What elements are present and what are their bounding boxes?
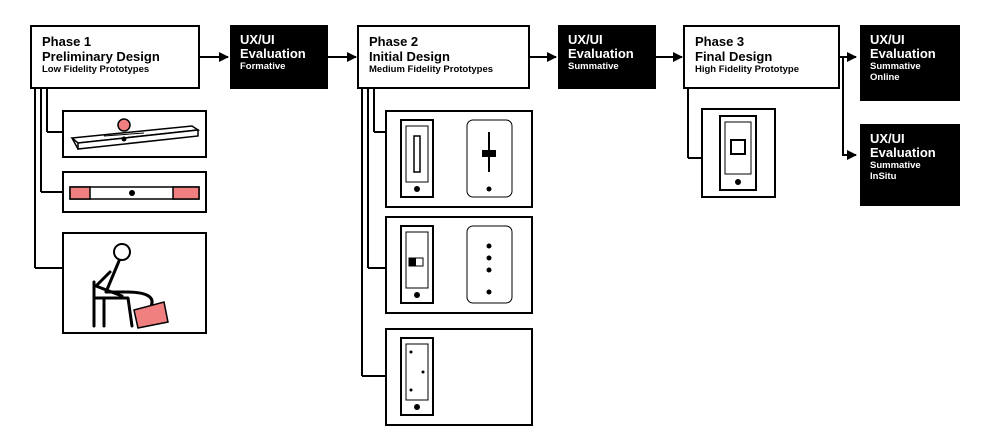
phase-1-subtitle: Preliminary Design xyxy=(42,49,160,64)
evaluation-1-line1: UX/UI xyxy=(240,32,275,47)
evaluation-3-line1: UX/UI xyxy=(870,32,905,47)
evaluation-3-line4: Online xyxy=(870,72,900,83)
phase-3-title: Phase 3 xyxy=(695,34,745,49)
phase-1-title: Phase 1 xyxy=(42,34,92,49)
phase-2-box: Phase 2 Initial Design Medium Fidelity P… xyxy=(357,25,530,89)
phase-2-fidelity: Medium Fidelity Prototypes xyxy=(369,64,494,75)
panel-group-2-sketch xyxy=(400,225,513,304)
evaluation-4-line1: UX/UI xyxy=(870,131,905,146)
evaluation-3-line2: Evaluation xyxy=(870,46,936,61)
phase-2-subtitle: Initial Design xyxy=(369,49,450,64)
evaluation-formative-box: UX/UI Evaluation Formative xyxy=(230,25,328,89)
evaluation-online-box: UX/UI Evaluation Summative Online xyxy=(860,25,960,101)
evaluation-4-line3: Summative xyxy=(870,160,921,171)
panel-group-1-sketch xyxy=(400,119,513,198)
evaluation-4-line2: Evaluation xyxy=(870,145,936,160)
slider-bar-flat-sketch xyxy=(69,186,200,200)
final-panel-sketch xyxy=(719,115,757,191)
phase-1-fidelity: Low Fidelity Prototypes xyxy=(42,64,150,75)
seated-user-sketch xyxy=(92,243,169,329)
phase-3-box: Phase 3 Final Design High Fidelity Proto… xyxy=(683,25,840,89)
prototype-final-panel xyxy=(701,108,776,198)
evaluation-insitu-box: UX/UI Evaluation Summative InSitu xyxy=(860,124,960,206)
evaluation-1-line3: Formative xyxy=(240,61,286,72)
evaluation-3-line3: Summative xyxy=(870,61,921,72)
slider-bar-3d-sketch xyxy=(70,118,201,150)
prototype-panel-group-3 xyxy=(385,328,533,426)
phase-1-box: Phase 1 Preliminary Design Low Fidelity … xyxy=(30,25,200,89)
arrow-phase3-to-eval4 xyxy=(842,57,857,160)
evaluation-2-line1: UX/UI xyxy=(568,32,603,47)
phase-2-title: Phase 2 xyxy=(369,34,419,49)
prototype-slider-bar-3d xyxy=(62,110,207,158)
evaluation-1-line2: Evaluation xyxy=(240,46,306,61)
prototype-panel-group-1 xyxy=(385,110,533,208)
phase-3-fidelity: High Fidelity Prototype xyxy=(695,64,799,75)
evaluation-2-line2: Evaluation xyxy=(568,46,634,61)
evaluation-summative-box: UX/UI Evaluation Summative xyxy=(558,25,656,89)
evaluation-2-line3: Summative xyxy=(568,61,619,72)
panel-group-3-sketch xyxy=(400,337,434,416)
phase-3-subtitle: Final Design xyxy=(695,49,773,64)
prototype-seated-user xyxy=(62,232,207,334)
prototype-panel-group-2 xyxy=(385,216,533,314)
prototype-slider-bar-flat xyxy=(62,171,207,213)
evaluation-4-line4: InSitu xyxy=(870,171,897,182)
